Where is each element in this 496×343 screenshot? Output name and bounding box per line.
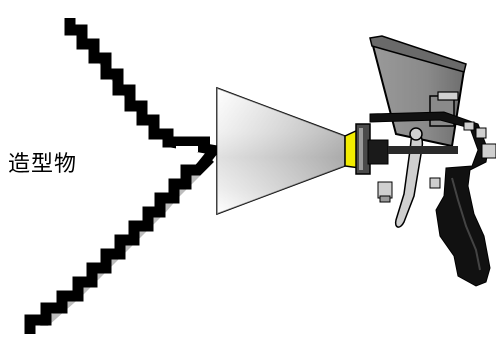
- object-outline-lower: [24, 154, 214, 334]
- nozzle-ring-highlight: [359, 128, 363, 170]
- paint-cup-collar: [437, 91, 459, 101]
- object-label: 造型物: [8, 152, 78, 177]
- object-outline-upper: [64, 18, 210, 148]
- trigger-pivot: [409, 127, 423, 141]
- gun-handle-highlight: [451, 177, 481, 271]
- spray-cone-shade: [217, 88, 345, 214]
- gun-barrel: [367, 139, 389, 165]
- paint-cup-lid: [369, 35, 467, 73]
- rear-knob: [481, 143, 496, 159]
- gun-fluid-needle: [388, 146, 458, 154]
- trigger: [394, 130, 424, 228]
- top-knob-stem: [475, 127, 487, 139]
- object-tip: [167, 137, 224, 174]
- stepped-object-profile: [24, 18, 224, 334]
- spray-gun-icon: [344, 35, 496, 287]
- lower-knob: [429, 177, 441, 189]
- air-valve-cap: [379, 195, 391, 203]
- object-tip-notch: [176, 146, 198, 152]
- top-knob: [463, 121, 475, 131]
- spray-cone: [216, 86, 346, 216]
